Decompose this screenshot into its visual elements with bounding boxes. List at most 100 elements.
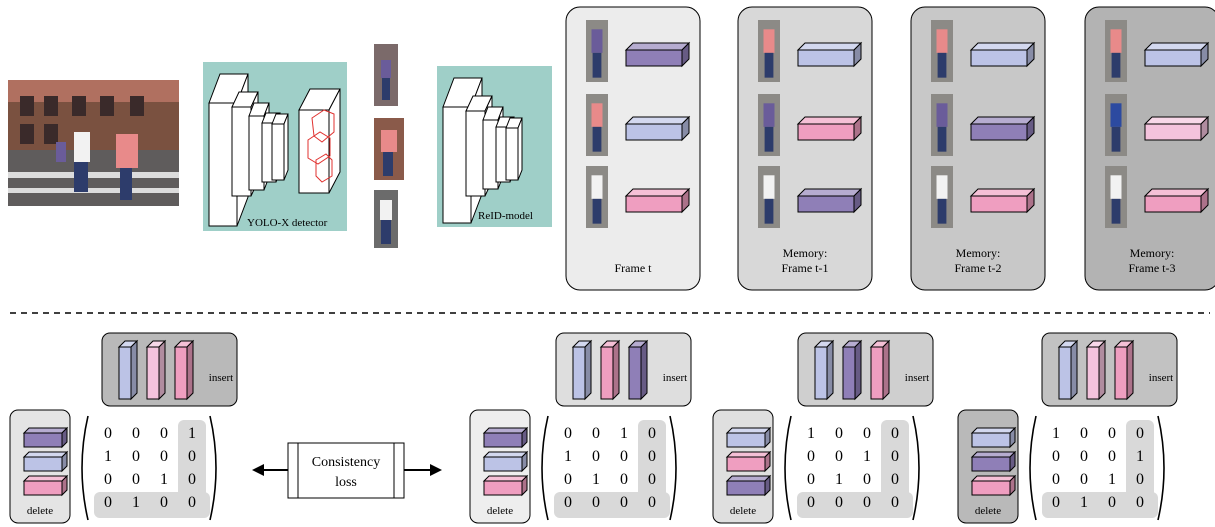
person-crop: [931, 20, 953, 82]
insert-vector: [813, 339, 835, 401]
person-crop: [1105, 94, 1127, 156]
feature-vector: [969, 187, 1036, 214]
matrix-bracket-left: [1029, 415, 1037, 521]
matrix-bracket-right: [209, 415, 217, 521]
delete-vector: [970, 426, 1017, 449]
delete-vector: [970, 474, 1017, 497]
frame-label-1: Memory:: [1130, 246, 1175, 260]
reid-block: ReID-model: [437, 66, 552, 227]
matrix-cell: 0: [835, 494, 843, 511]
matrix-cell: 1: [807, 425, 815, 442]
matrix-cell: 0: [160, 425, 168, 442]
feature-vector: [796, 187, 863, 214]
delete-label: delete: [487, 505, 513, 517]
feature-vector: [796, 41, 863, 68]
matrix-cell: 0: [648, 425, 656, 442]
matrix-cell: 0: [807, 471, 815, 488]
insert-vector: [869, 339, 891, 401]
feature-vector: [624, 187, 691, 214]
matrix-cell: 0: [132, 425, 140, 442]
matrix-cell: 0: [1080, 471, 1088, 488]
matrix-cell: 0: [620, 448, 628, 465]
matrix-cell: 0: [592, 425, 600, 442]
insert-vector: [841, 339, 863, 401]
delete-label: delete: [975, 505, 1001, 517]
matrix-cell: 0: [1108, 425, 1116, 442]
delete-row-shade: [554, 492, 670, 518]
matrix-cell: 0: [807, 448, 815, 465]
delete-label: delete: [730, 505, 756, 517]
matrix-cell: 0: [1108, 448, 1116, 465]
matrix-cell: 0: [863, 425, 871, 442]
feature-vector: [796, 115, 863, 142]
frame-panel: Memory:Frame t-2: [910, 6, 1046, 291]
insert-vector: [571, 339, 593, 401]
matrix-cell: 1: [592, 471, 600, 488]
matrix-cell: 0: [1052, 448, 1060, 465]
consistency-label-1: Consistency: [312, 455, 380, 470]
insert-label: insert: [209, 372, 233, 384]
insert-label: insert: [905, 372, 929, 384]
feature-vector: [624, 41, 691, 68]
delete-vector: [482, 426, 529, 449]
frame-panel: Frame t: [565, 6, 701, 291]
matrix-cell: 1: [160, 471, 168, 488]
person-crop: [586, 94, 608, 156]
feature-vector: [1143, 115, 1210, 142]
insert-vector: [1085, 339, 1107, 401]
insert-vector: [599, 339, 621, 401]
person-crop: [1105, 166, 1127, 228]
matrix-cell: 1: [104, 448, 112, 465]
matrix-bracket-right: [669, 415, 677, 521]
matrix-cell: 0: [104, 471, 112, 488]
matrix-cell: 0: [104, 425, 112, 442]
person-crop: [758, 20, 780, 82]
matrix-cell: 1: [564, 448, 572, 465]
person-crop: [586, 20, 608, 82]
delete-vector: [22, 450, 69, 473]
matrix-cell: 0: [1052, 471, 1060, 488]
frame-label-2: Frame t-1: [782, 261, 829, 275]
matrix-cell: 0: [592, 448, 600, 465]
insert-vector: [1057, 339, 1079, 401]
matrix-cell: 0: [835, 425, 843, 442]
matrix-cell: 0: [564, 471, 572, 488]
frame-label-1: Memory:: [956, 246, 1001, 260]
matrix-cell: 0: [863, 471, 871, 488]
frame-panel: Memory:Frame t-1: [737, 6, 873, 291]
matrix-cell: 0: [648, 494, 656, 511]
matrix-cell: 1: [188, 425, 196, 442]
delete-vector: [482, 474, 529, 497]
matrix-cell: 0: [1080, 425, 1088, 442]
insert-vector: [145, 339, 167, 401]
matrix-groups: insert delete 0 0 0 1 1 0 0 0 0 0 1 0 0 1 0 0 insert delete…: [9, 332, 1178, 524]
matrix-cell: 1: [835, 471, 843, 488]
matrix-cell: 0: [1052, 494, 1060, 511]
feature-vector: [1143, 41, 1210, 68]
person-crop: [586, 166, 608, 228]
consistency-label-2: loss: [335, 475, 357, 490]
delete-vector: [725, 450, 772, 473]
detected-crops: [374, 44, 404, 248]
delete-row-shade: [94, 492, 210, 518]
delete-vector: [725, 426, 772, 449]
street-scene-image: [8, 80, 179, 206]
person-crop: [1105, 20, 1127, 82]
delete-vector: [22, 426, 69, 449]
matrix-cell: 0: [891, 448, 899, 465]
insert-vector: [627, 339, 649, 401]
matrix-cell: 0: [1136, 425, 1144, 442]
matrix-cell: 0: [132, 471, 140, 488]
matrix-cell: 1: [1080, 494, 1088, 511]
matrix-cell: 0: [1136, 494, 1144, 511]
delete-vector: [725, 474, 772, 497]
insert-label: insert: [1149, 372, 1173, 384]
delete-row-shade: [797, 492, 913, 518]
insert-vector: [1113, 339, 1135, 401]
matrix-cell: 0: [891, 494, 899, 511]
delete-vector: [970, 450, 1017, 473]
matrix-bracket-left: [541, 415, 549, 521]
reid-label: ReID-model: [478, 210, 533, 222]
